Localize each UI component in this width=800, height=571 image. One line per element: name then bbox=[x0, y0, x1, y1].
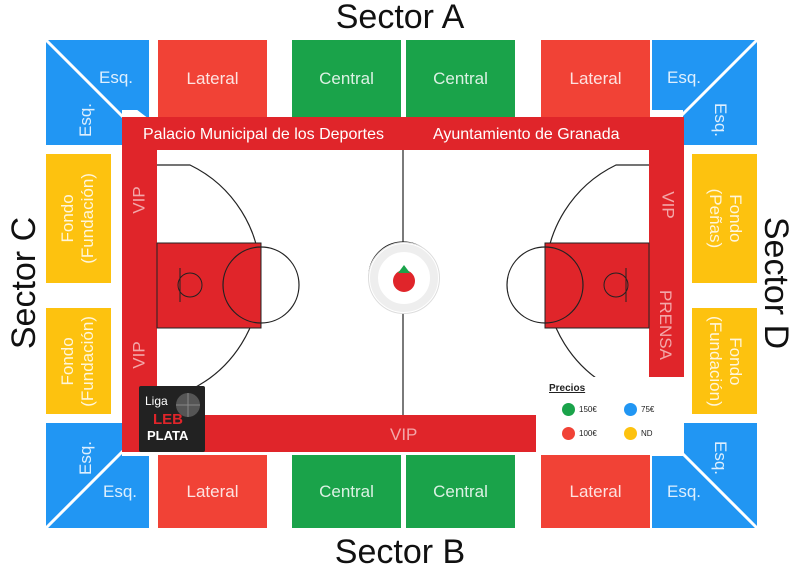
vip-right: VIP bbox=[658, 191, 678, 219]
fundacion-logo-icon bbox=[370, 244, 438, 312]
bottom-lateral-right-label: Lateral bbox=[569, 481, 622, 501]
legend-label-150: 150€ bbox=[579, 405, 597, 414]
leb-plata-logo: Liga LEB PLATA bbox=[139, 386, 205, 452]
dot-green-icon bbox=[562, 403, 575, 416]
leb-line3: PLATA bbox=[147, 428, 189, 443]
fondo-fundacion-c-top[interactable]: Fondo(Fundación) bbox=[46, 154, 111, 283]
frame-left-title: Palacio Municipal de los Deportes bbox=[143, 126, 385, 143]
vip-left-top: VIP bbox=[129, 186, 149, 214]
price-legend: Precios 150€ 75€ 100€ ND bbox=[536, 377, 684, 453]
frame-right-title: Ayuntamiento de Granada bbox=[433, 126, 620, 143]
legend-item-150: 150€ bbox=[562, 403, 597, 416]
legend-item-75: 75€ bbox=[624, 403, 654, 416]
fondo-fundacion-d[interactable]: Fondo(Fundación) bbox=[692, 308, 757, 414]
bottom-central-left-label: Central bbox=[319, 481, 374, 501]
top-central-right[interactable]: Central bbox=[406, 40, 515, 117]
leb-line2: LEB bbox=[153, 411, 183, 428]
sector-b-label: Sector B bbox=[334, 533, 466, 571]
bottom-central-left[interactable]: Central bbox=[292, 455, 401, 528]
vip-left-bottom: VIP bbox=[129, 341, 149, 369]
top-lateral-right[interactable]: Lateral bbox=[541, 40, 650, 117]
bottom-central-right[interactable]: Central bbox=[406, 455, 515, 528]
bottom-lateral-left-label: Lateral bbox=[186, 481, 239, 501]
fondo-fundacion-c-bottom[interactable]: Fondo(Fundación) bbox=[46, 308, 111, 414]
esq-label-br2: Esq. bbox=[666, 482, 702, 501]
top-central-left-label: Central bbox=[319, 68, 374, 88]
dot-blue-icon bbox=[624, 403, 637, 416]
top-central-left[interactable]: Central bbox=[292, 40, 401, 117]
bottom-lateral-left[interactable]: Lateral bbox=[158, 455, 267, 528]
top-lateral-left-label: Lateral bbox=[186, 68, 239, 88]
leb-line1: Liga bbox=[145, 394, 168, 408]
esq-label-tl1: Esq. bbox=[98, 68, 134, 87]
legend-item-nd: ND bbox=[624, 427, 653, 440]
dot-yellow-icon bbox=[624, 427, 637, 440]
esq-label-tr1: Esq. bbox=[666, 68, 702, 87]
dot-red-icon bbox=[562, 427, 575, 440]
prensa-label: PRENSA bbox=[655, 290, 675, 360]
vip-bottom: VIP bbox=[390, 425, 418, 444]
esq-label-bl2: Esq. bbox=[102, 482, 138, 501]
top-central-right-label: Central bbox=[433, 68, 488, 88]
legend-label-nd: ND bbox=[641, 429, 653, 438]
sector-a-label: Sector A bbox=[335, 0, 465, 36]
legend-item-100: 100€ bbox=[562, 427, 597, 440]
center-logo bbox=[368, 242, 440, 314]
fondo-penas-d[interactable]: Fondo(Peñas) bbox=[692, 154, 757, 283]
legend-title: Precios bbox=[549, 383, 586, 394]
bottom-lateral-right[interactable]: Lateral bbox=[541, 455, 650, 528]
top-lateral-left[interactable]: Lateral bbox=[158, 40, 267, 117]
bottom-central-right-label: Central bbox=[433, 481, 488, 501]
top-lateral-right-label: Lateral bbox=[569, 68, 622, 88]
basketball-icon bbox=[176, 393, 200, 417]
legend-label-100: 100€ bbox=[579, 429, 597, 438]
legend-label-75: 75€ bbox=[641, 405, 655, 414]
